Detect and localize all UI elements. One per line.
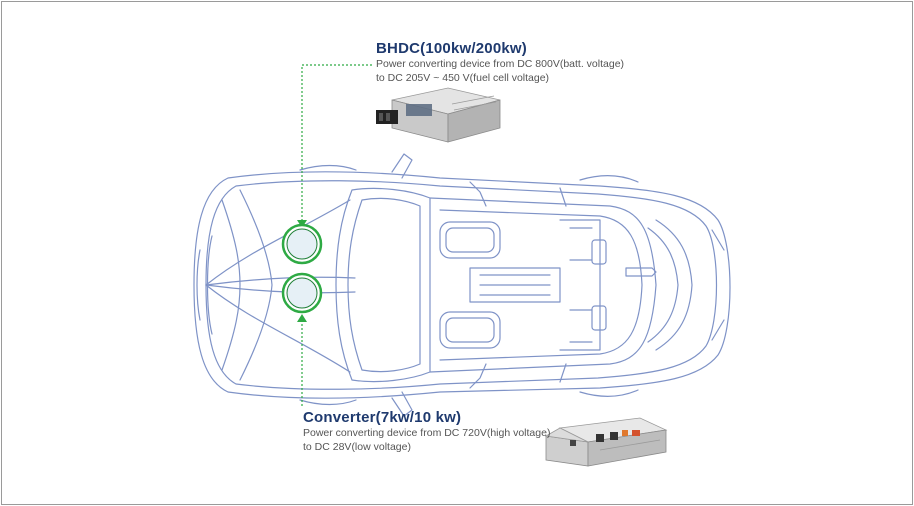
bhdc-callout: BHDC(100kw/200kw) Power converting devic… bbox=[376, 40, 624, 85]
converter-callout: Converter(7kw/10 kw) Power converting de… bbox=[303, 409, 550, 454]
converter-description-line-1: Power converting device from DC 720V(hig… bbox=[303, 427, 551, 439]
converter-product-image bbox=[544, 417, 668, 467]
bhdc-leader-line bbox=[301, 64, 372, 222]
converter-leader-arrow bbox=[297, 314, 307, 322]
converter-description-line-2: to DC 28V(low voltage) bbox=[303, 441, 411, 453]
bhdc-title: BHDC(100kw/200kw) bbox=[376, 40, 527, 57]
bhdc-description-line-2: to DC 205V ~ 450 V(fuel cell voltage) bbox=[376, 72, 550, 84]
bhdc-description-line-1: Power converting device from DC 800V(bat… bbox=[376, 58, 625, 70]
converter-title: Converter(7kw/10 kw) bbox=[303, 409, 462, 426]
bhdc-product-image bbox=[376, 87, 501, 143]
bhdc-location-marker bbox=[281, 223, 323, 265]
converter-location-marker bbox=[281, 272, 323, 314]
car-outline bbox=[193, 153, 731, 417]
